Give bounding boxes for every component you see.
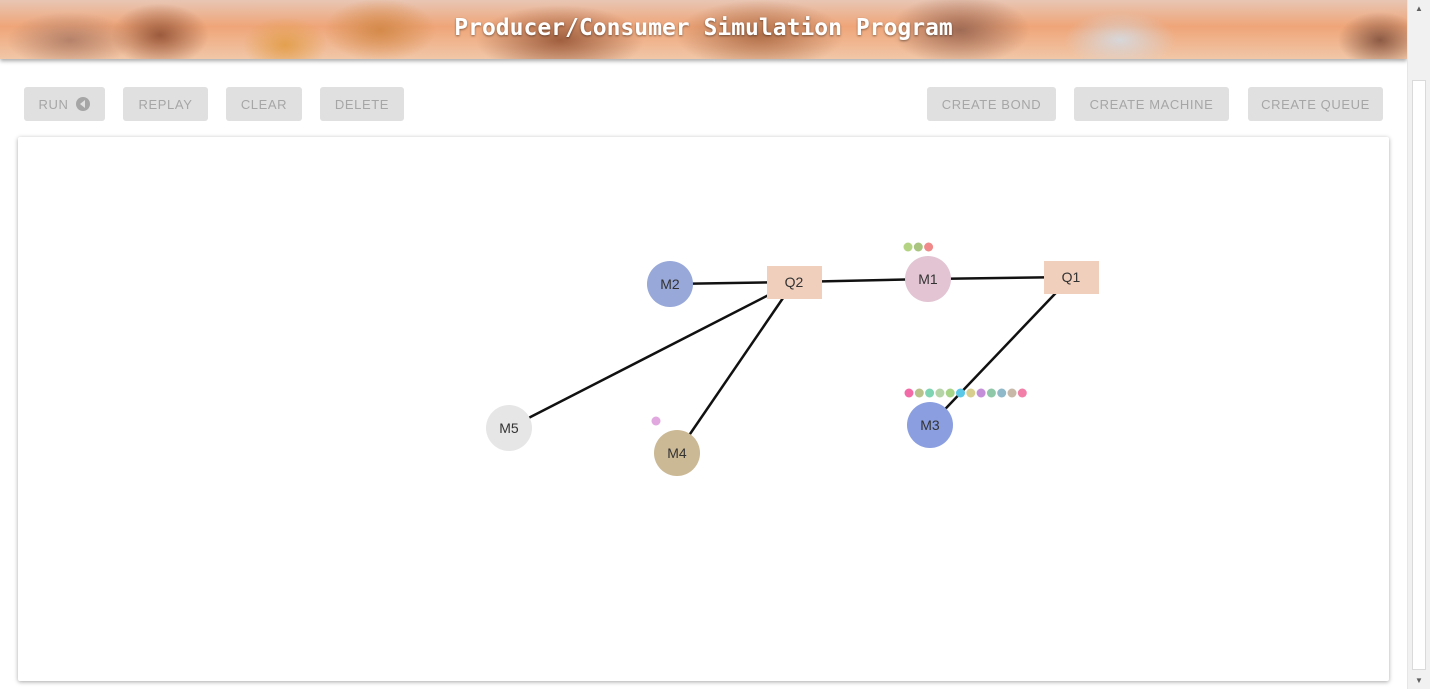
queue-label: Q1 [1062,269,1081,285]
machine-shape[interactable] [907,402,953,448]
product-dot-m3 [904,388,914,398]
header-banner: Producer/Consumer Simulation Program [0,0,1407,59]
product-dot-m3 [997,388,1007,398]
machine-m3[interactable]: M3 [907,402,953,448]
delete-button[interactable]: DELETE [320,87,404,121]
machine-m5[interactable]: M5 [486,405,532,451]
machine-label: M3 [920,417,940,433]
machine-m1[interactable]: M1 [905,256,951,302]
product-dot-m4 [651,416,661,426]
machine-shape[interactable] [647,261,693,307]
queue-q1[interactable]: Q1 [1044,261,1099,294]
create-bond-button-label: CREATE BOND [941,96,1042,112]
product-dot-m3 [935,388,945,398]
product-dot-m3 [966,388,976,398]
scroll-up-icon[interactable]: ▲ [1415,4,1423,13]
product-dot-m3 [976,388,986,398]
replay-button-label: REPLAY [138,96,193,112]
bond-q2-m5[interactable] [508,280,795,430]
create-queue-button-label: CREATE QUEUE [1261,96,1370,112]
machine-shape[interactable] [905,256,951,302]
queue-label: Q2 [785,274,804,290]
machine-label: M5 [499,420,519,436]
bond-q1-m3[interactable] [929,276,1072,426]
vertical-scrollbar[interactable]: ▲ ▼ [1407,0,1430,689]
machine-label: M2 [660,276,680,292]
play-circle-icon [76,97,91,111]
product-dot-m3 [1007,388,1017,398]
machine-shape[interactable] [486,405,532,451]
scroll-down-icon[interactable]: ▼ [1415,676,1423,685]
bond-q2-m4[interactable] [675,281,796,454]
machine-shape[interactable] [654,430,700,476]
product-dot-m3 [1017,388,1027,398]
product-dot-m3 [986,388,996,398]
page-title: Producer/Consumer Simulation Program [454,15,953,41]
queue-q2[interactable]: Q2 [767,266,822,299]
product-dot-m3 [925,388,935,398]
machine-label: M1 [918,271,938,287]
product-dot-m3 [914,388,924,398]
product-dot-m3 [956,388,965,398]
queue-shape[interactable] [767,266,822,299]
delete-button-label: DELETE [334,96,390,112]
run-button[interactable]: RUN [24,87,105,121]
clear-button-label: CLEAR [240,96,288,112]
product-dot-m1 [913,242,923,252]
queue-shape[interactable] [1044,261,1099,294]
clear-button[interactable]: CLEAR [226,87,302,121]
product-dot-m1 [924,242,934,252]
machine-m2[interactable]: M2 [647,261,693,307]
run-button-label: RUN [38,96,69,112]
create-machine-button[interactable]: CREATE MACHINE [1074,87,1229,121]
machine-label: M4 [667,445,687,461]
machine-m4[interactable]: M4 [654,430,700,476]
create-bond-button[interactable]: CREATE BOND [927,87,1056,121]
product-dot-m3 [945,388,955,398]
replay-button[interactable]: REPLAY [123,87,208,121]
scroll-thumb[interactable] [1412,80,1426,670]
product-dot-m1 [903,242,913,252]
create-queue-button[interactable]: CREATE QUEUE [1248,87,1383,121]
create-machine-button-label: CREATE MACHINE [1089,96,1214,112]
